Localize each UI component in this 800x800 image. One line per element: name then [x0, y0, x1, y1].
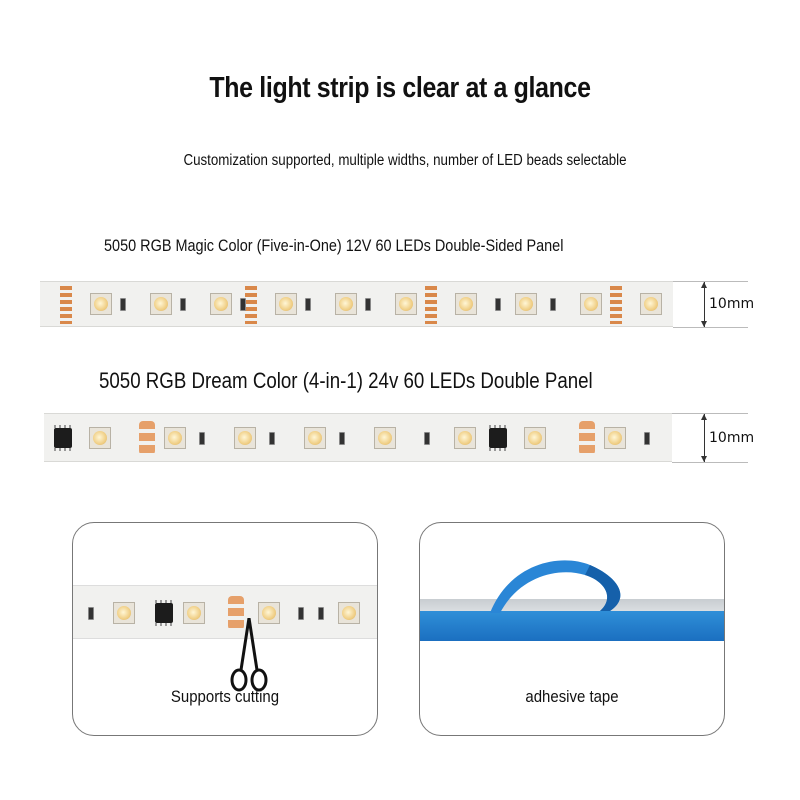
resistor [298, 607, 304, 620]
driver-chip [54, 425, 72, 451]
led-bead [395, 293, 417, 315]
led-bead [90, 293, 112, 315]
cutting-caption: Supports cutting [170, 687, 280, 706]
led-bead [374, 427, 396, 449]
led-bead [183, 602, 205, 624]
resistor [495, 298, 501, 311]
driver-chip [489, 425, 507, 451]
led-bead [580, 293, 602, 315]
led-bead [335, 293, 357, 315]
led-bead [604, 427, 626, 449]
cut-pads [139, 421, 155, 455]
strip-1-label: 5050 RGB Magic Color (Five-in-One) 12V 6… [104, 236, 564, 255]
cut-pads [245, 286, 257, 324]
adhesive-caption: adhesive tape [525, 687, 619, 706]
resistor [424, 432, 430, 445]
led-bead [258, 602, 280, 624]
strip-2-label: 5050 RGB Dream Color (4-in-1) 24v 60 LED… [99, 368, 593, 393]
resistor [550, 298, 556, 311]
resistor [644, 432, 650, 445]
led-bead [234, 427, 256, 449]
led-bead [338, 602, 360, 624]
cutting-card: Supports cutting [72, 522, 378, 736]
dimension-arrow-icon [701, 414, 707, 462]
led-bead [455, 293, 477, 315]
cut-pads [60, 286, 72, 324]
resistor [120, 298, 126, 311]
led-bead [275, 293, 297, 315]
scissors-icon [230, 618, 268, 692]
led-bead [113, 602, 135, 624]
resistor [339, 432, 345, 445]
led-bead [304, 427, 326, 449]
resistor [240, 298, 246, 311]
cut-pads [228, 596, 244, 630]
resistor [269, 432, 275, 445]
resistor [365, 298, 371, 311]
peeling-tape-icon [490, 560, 621, 613]
resistor [305, 298, 311, 311]
dimension-arrow-icon [701, 282, 707, 327]
page-subtitle: Customization supported, multiple widths… [183, 152, 627, 169]
led-bead [150, 293, 172, 315]
led-bead [454, 427, 476, 449]
resistor [88, 607, 94, 620]
led-bead [515, 293, 537, 315]
cut-pads [610, 286, 622, 324]
led-bead [164, 427, 186, 449]
led-bead [640, 293, 662, 315]
resistor [199, 432, 205, 445]
cut-pads [425, 286, 437, 324]
resistor [180, 298, 186, 311]
resistor [318, 607, 324, 620]
tape-liner [420, 611, 724, 641]
page-title: The light strip is clear at a glance [209, 72, 591, 104]
driver-chip [155, 600, 173, 626]
cut-pads [579, 421, 595, 455]
led-bead [210, 293, 232, 315]
led-bead [89, 427, 111, 449]
strip-1-width: 10mm [709, 296, 755, 312]
strip-1-image [40, 281, 673, 327]
strip-2-image [44, 413, 672, 462]
adhesive-card: adhesive tape [419, 522, 725, 736]
strip-2-width: 10mm [709, 430, 755, 446]
led-bead [524, 427, 546, 449]
cutting-strip-image [73, 585, 377, 639]
